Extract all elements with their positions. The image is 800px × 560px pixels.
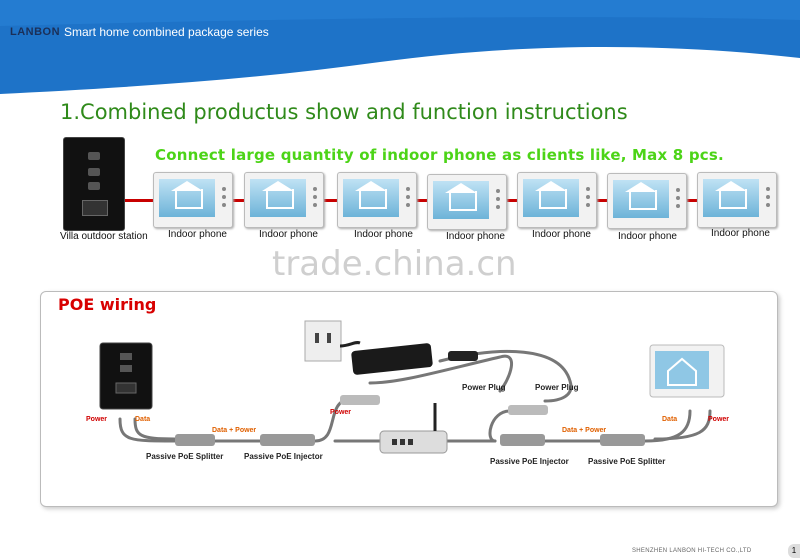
brand-logo: LANBON bbox=[10, 26, 61, 38]
poe-wiring-title: POE wiring bbox=[58, 295, 157, 314]
villa-outdoor-station bbox=[63, 137, 125, 231]
indoor-phone-6 bbox=[607, 173, 687, 229]
indoor-phone-5 bbox=[517, 172, 597, 228]
header-series-title: Smart home combined package series bbox=[64, 25, 269, 39]
indoor-phone-label-2: Indoor phone bbox=[259, 229, 318, 240]
indoor-phone-label-4: Indoor phone bbox=[446, 231, 505, 242]
watermark: trade.china.cn bbox=[272, 244, 517, 284]
footer-company: SHENZHEN LANBON HI-TECH CO.,LTD bbox=[632, 548, 752, 554]
indoor-phone-label-6: Indoor phone bbox=[618, 231, 677, 242]
indoor-phone-7 bbox=[697, 172, 777, 228]
indoor-phone-label-3: Indoor phone bbox=[354, 229, 413, 240]
indoor-phone-3 bbox=[337, 172, 417, 228]
poe-wiring-diagram bbox=[99, 320, 725, 454]
power-plug-label-2: Power Plug bbox=[535, 383, 579, 392]
data-label-left: Data bbox=[135, 416, 151, 423]
indoor-phone-label-5: Indoor phone bbox=[532, 229, 591, 240]
power-label-left: Power bbox=[86, 416, 108, 423]
poe-wiring-panel bbox=[40, 291, 778, 507]
header-banner bbox=[0, 0, 800, 94]
outdoor-station-label: Villa outdoor station bbox=[60, 231, 148, 242]
indoor-phone-label-7: Indoor phone bbox=[711, 228, 770, 239]
section-title: 1.Combined productus show and function i… bbox=[60, 100, 628, 124]
power-plug-label-1: Power Plug bbox=[462, 383, 506, 392]
data-power-label-right: Data + Power bbox=[562, 427, 607, 434]
indoor-phone-4 bbox=[427, 174, 507, 230]
data-power-label-left: Data + Power bbox=[212, 427, 257, 434]
data-label-right: Data bbox=[662, 416, 678, 423]
indoor-phone-1 bbox=[153, 172, 233, 228]
injector-label-left: Passive PoE Injector bbox=[244, 452, 323, 461]
splitter-label-right: Passive PoE Splitter bbox=[588, 457, 666, 466]
connect-headline: Connect large quantity of indoor phone a… bbox=[155, 146, 724, 164]
splitter-label-left: Passive PoE Splitter bbox=[146, 452, 224, 461]
indoor-phone-2 bbox=[244, 172, 324, 228]
injector-label-right: Passive PoE Injector bbox=[490, 457, 569, 466]
power-label-mid: Power bbox=[330, 409, 352, 416]
indoor-phone-label-1: Indoor phone bbox=[168, 229, 227, 240]
power-label-right: Power bbox=[708, 416, 730, 423]
page-number: 1 bbox=[788, 544, 800, 558]
